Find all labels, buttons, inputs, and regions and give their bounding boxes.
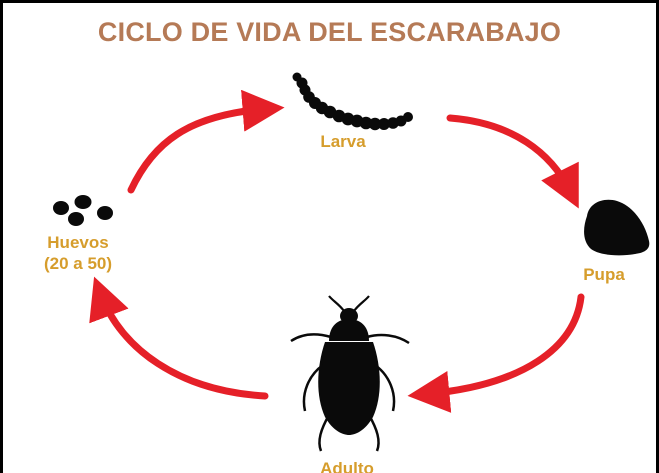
- arrow-pupa-to-adult: [407, 293, 585, 413]
- arrow-adult-to-eggs: [89, 276, 269, 400]
- stage-label-adult: Adulto: [320, 459, 374, 473]
- arrow-eggs-to-larva: [127, 89, 285, 194]
- stage-label-larva: Larva: [320, 132, 366, 151]
- stage-label-pupa: Pupa: [583, 265, 625, 284]
- stage-label-eggs-count: (20 a 50): [43, 254, 113, 273]
- stage-label-eggs: Huevos (20 a 50): [23, 232, 133, 274]
- larva-icon: [292, 72, 413, 131]
- diagram-title: CICLO DE VIDA DEL ESCARABAJO: [97, 17, 562, 47]
- egg-cluster-icon: [53, 195, 113, 226]
- beetle-icon: [290, 295, 410, 452]
- pupa-icon: [584, 199, 650, 256]
- arrow-larva-to-pupa: [446, 114, 579, 209]
- life-cycle-graphic: [53, 72, 650, 452]
- stage-label-eggs-name: Huevos: [47, 233, 109, 252]
